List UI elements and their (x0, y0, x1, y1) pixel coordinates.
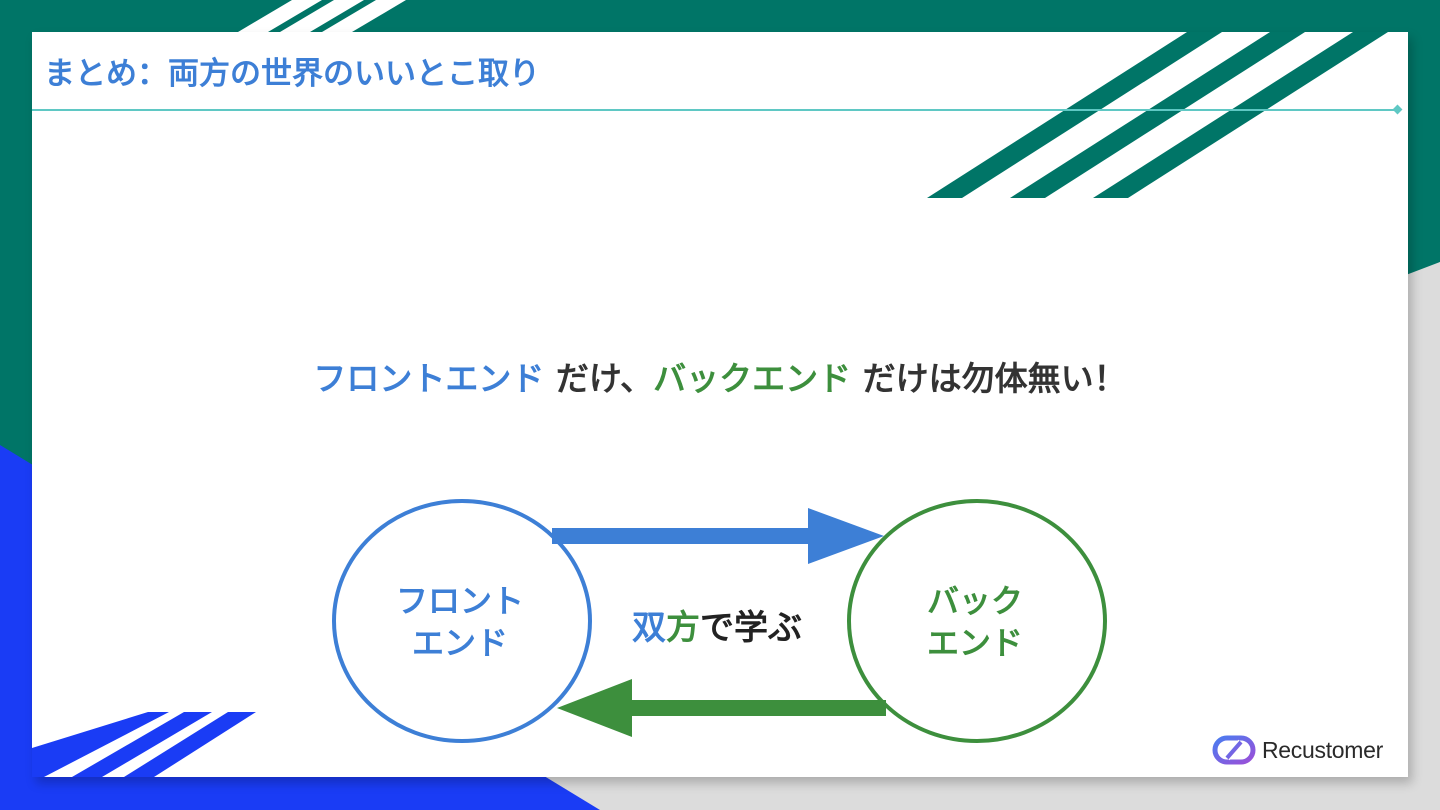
brand-name: Recustomer (1262, 736, 1383, 763)
slide-card: まとめ：両方の世界のいいとこ取り フロントエンド だけ、バックエンド だけは勿体… (32, 32, 1408, 777)
learn-both-label: 双方で学ぶ (592, 600, 842, 649)
top-stripes (238, 0, 406, 32)
headline-frontend: フロントエンド (313, 359, 545, 398)
bottom-left-stripes (32, 712, 256, 777)
backend-label-line1: バック (926, 582, 1023, 620)
headline-backend: バックエンド (653, 359, 852, 398)
recustomer-logo-icon (1212, 735, 1256, 765)
backend-label: バック エンド (875, 580, 1075, 664)
frontend-label-line2: エンド (411, 624, 508, 662)
headline-only-1: だけ、 (544, 359, 654, 398)
top-right-stripes (927, 32, 1388, 198)
learn-both-char-1: 双 (632, 608, 666, 648)
learning-cycle-diagram (332, 499, 1107, 743)
card-decoration (32, 32, 1388, 777)
arrow-to-backend (552, 508, 884, 564)
frontend-circle (332, 499, 592, 743)
brand-logo: Recustomer (1212, 732, 1383, 768)
learn-both-rest: で学ぶ (700, 608, 802, 648)
headline-only-2: だけは勿体無い！ (851, 359, 1127, 398)
frontend-label-line1: フロント (395, 582, 524, 620)
arrow-to-frontend (557, 679, 886, 737)
frontend-label: フロント エンド (360, 580, 560, 664)
title-divider (32, 109, 1398, 111)
backend-label-line2: エンド (926, 624, 1023, 662)
learn-both-char-2: 方 (666, 608, 700, 648)
headline: フロントエンド だけ、バックエンド だけは勿体無い！ (32, 352, 1408, 400)
slide-title: まとめ：両方の世界のいいとこ取り (44, 56, 540, 92)
backend-circle (847, 499, 1107, 743)
